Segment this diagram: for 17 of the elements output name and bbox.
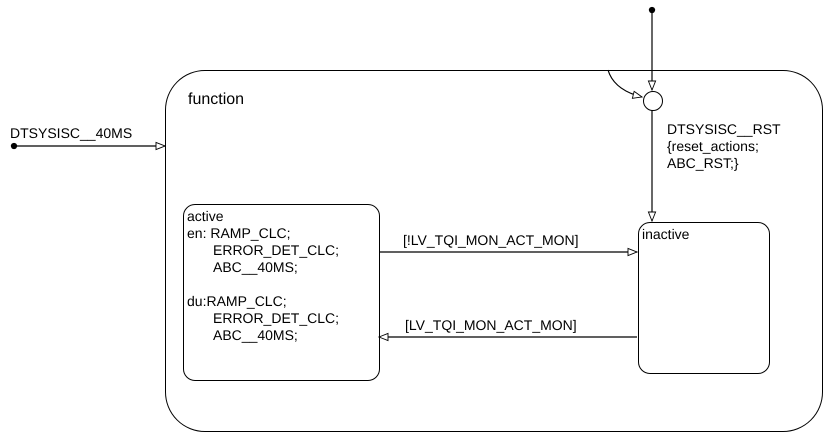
junction-circle: [643, 91, 663, 111]
state-actions: du:RAMP_CLC; ERROR_DET_CLC; ABC__40MS;: [187, 293, 340, 344]
default-transition-arrow: [648, 6, 656, 90]
state-name: active: [187, 208, 224, 225]
state-name: function: [188, 91, 244, 108]
transition-arrow: [648, 110, 656, 222]
state-box: [638, 222, 770, 374]
transition-arrow: [378, 332, 637, 342]
default-transition-arrow: [10, 142, 166, 150]
edge-label: DTSYSISC__40MS: [10, 125, 132, 142]
state-box: [183, 204, 380, 381]
edge-label: [LV_TQI_MON_ACT_MON]: [405, 317, 577, 334]
transition-arrow: [379, 248, 638, 256]
edge-label: [!LV_TQI_MON_ACT_MON]: [403, 232, 579, 249]
state-actions: en: RAMP_CLC; ERROR_DET_CLC; ABC__40MS;: [187, 225, 340, 276]
state-name: inactive: [642, 226, 690, 243]
transition-arrow: [607, 70, 642, 98]
